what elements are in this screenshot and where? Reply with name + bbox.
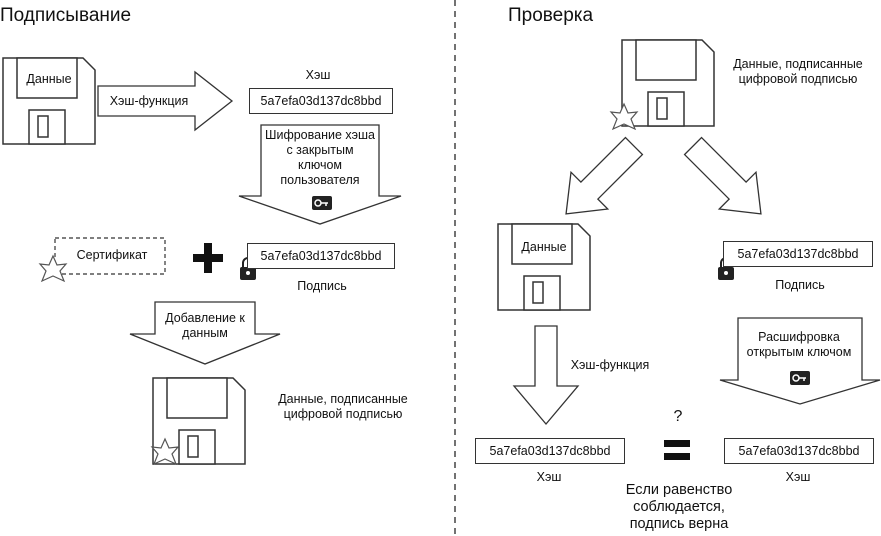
decrypt-arrow [719,317,881,405]
verify-signature-value-box: 5a7efa03d137dc8bbd [723,241,873,267]
equals-icon-bottom [664,453,690,460]
computed-hash-caption: Хэш [536,470,562,484]
verify-data-label: Данные [521,240,567,254]
signing-title: Подписывание [0,5,132,26]
data-label: Данные [26,72,72,86]
split-arrow-left [565,136,644,215]
encrypt-arrow [238,124,402,225]
public-key-icon [789,370,811,386]
verify-data-disk-icon [497,223,591,311]
data-disk-icon [2,57,96,145]
hash-function-label: Хэш-функция [109,94,189,108]
conclusion-label: Если равенство соблюдается, подпись верн… [625,482,733,532]
signed-data-label: Данные, подписанные цифровой подписью [278,392,408,421]
computed-hash-value-box: 5a7efa03d137dc8bbd [475,438,625,464]
certificate-box [54,237,166,275]
encrypt-label: Шифрование хэша с закрытым ключом пользо… [265,128,375,187]
plus-icon-v [204,243,212,273]
hash-value-box: 5a7efa03d137dc8bbd [249,88,393,114]
verify-hash-arrow [512,325,580,426]
split-arrow-right [683,136,762,215]
question-mark: ? [673,408,683,425]
certificate-label: Сертификат [76,248,148,262]
verify-signed-data-label: Данные, подписанные цифровой подписью [733,57,863,86]
append-arrow [129,301,281,365]
verify-signature-caption: Подпись [775,278,825,292]
decrypt-label: Расшифровка открытым ключом [746,330,852,359]
signature-caption: Подпись [297,279,347,293]
signature-value-box: 5a7efa03d137dc8bbd [247,243,395,269]
decrypted-hash-value-box: 5a7efa03d137dc8bbd [724,438,874,464]
decrypted-hash-caption: Хэш [785,470,811,484]
hash-caption: Хэш [305,68,331,82]
verify-hash-function-label: Хэш-функция [570,358,650,372]
private-key-icon [311,195,333,211]
hash-function-arrow [97,70,234,132]
append-label: Добавление к данным [165,311,245,340]
verification-title: Проверка [508,5,594,26]
equals-icon-top [664,440,690,447]
